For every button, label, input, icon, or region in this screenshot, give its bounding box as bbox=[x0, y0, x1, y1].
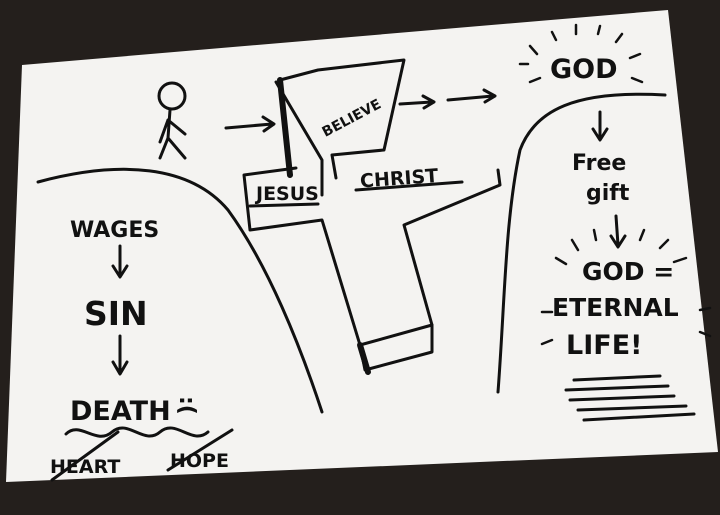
arrow-right-icon bbox=[446, 88, 497, 104]
arrow-right-icon bbox=[224, 115, 276, 133]
arrow-down-icon bbox=[111, 244, 129, 279]
right-cliff-line bbox=[496, 92, 667, 394]
label-eternal: ETERNAL bbox=[552, 293, 679, 322]
label-free: Free bbox=[572, 151, 626, 176]
ground-lines bbox=[564, 374, 696, 422]
arrow-right-icon bbox=[398, 94, 436, 110]
cross-icon bbox=[242, 58, 502, 375]
label-hope-crossed: HOPE bbox=[170, 450, 229, 472]
god-radiance-rays bbox=[518, 23, 644, 84]
label-death: DEATH bbox=[70, 396, 171, 427]
label-christ: CHRIST bbox=[359, 165, 439, 192]
water-wave bbox=[64, 426, 210, 438]
label-heart-crossed: HEART bbox=[50, 456, 120, 478]
label-god-equals: GOD = bbox=[582, 257, 674, 286]
eternal-life-rays bbox=[540, 228, 712, 346]
label-gift: gift bbox=[586, 181, 630, 206]
paper-sheet bbox=[6, 10, 718, 482]
strike-through-hope bbox=[166, 428, 234, 472]
arrow-down-icon bbox=[591, 110, 609, 142]
christ-underline bbox=[354, 180, 464, 192]
left-cliff-line bbox=[36, 167, 324, 414]
frown-face: :( bbox=[174, 396, 199, 415]
arrow-down-icon bbox=[609, 214, 627, 249]
label-jesus: JESUS bbox=[254, 183, 319, 205]
jesus-underline bbox=[248, 202, 320, 208]
label-god-top: GOD bbox=[550, 54, 618, 85]
arrow-down-icon bbox=[111, 334, 129, 376]
strike-through-heart bbox=[50, 430, 120, 482]
label-sin: SIN bbox=[84, 294, 148, 333]
label-life: LIFE! bbox=[566, 330, 642, 361]
label-wages: WAGES bbox=[70, 218, 159, 243]
stick-figure-icon bbox=[157, 81, 187, 160]
